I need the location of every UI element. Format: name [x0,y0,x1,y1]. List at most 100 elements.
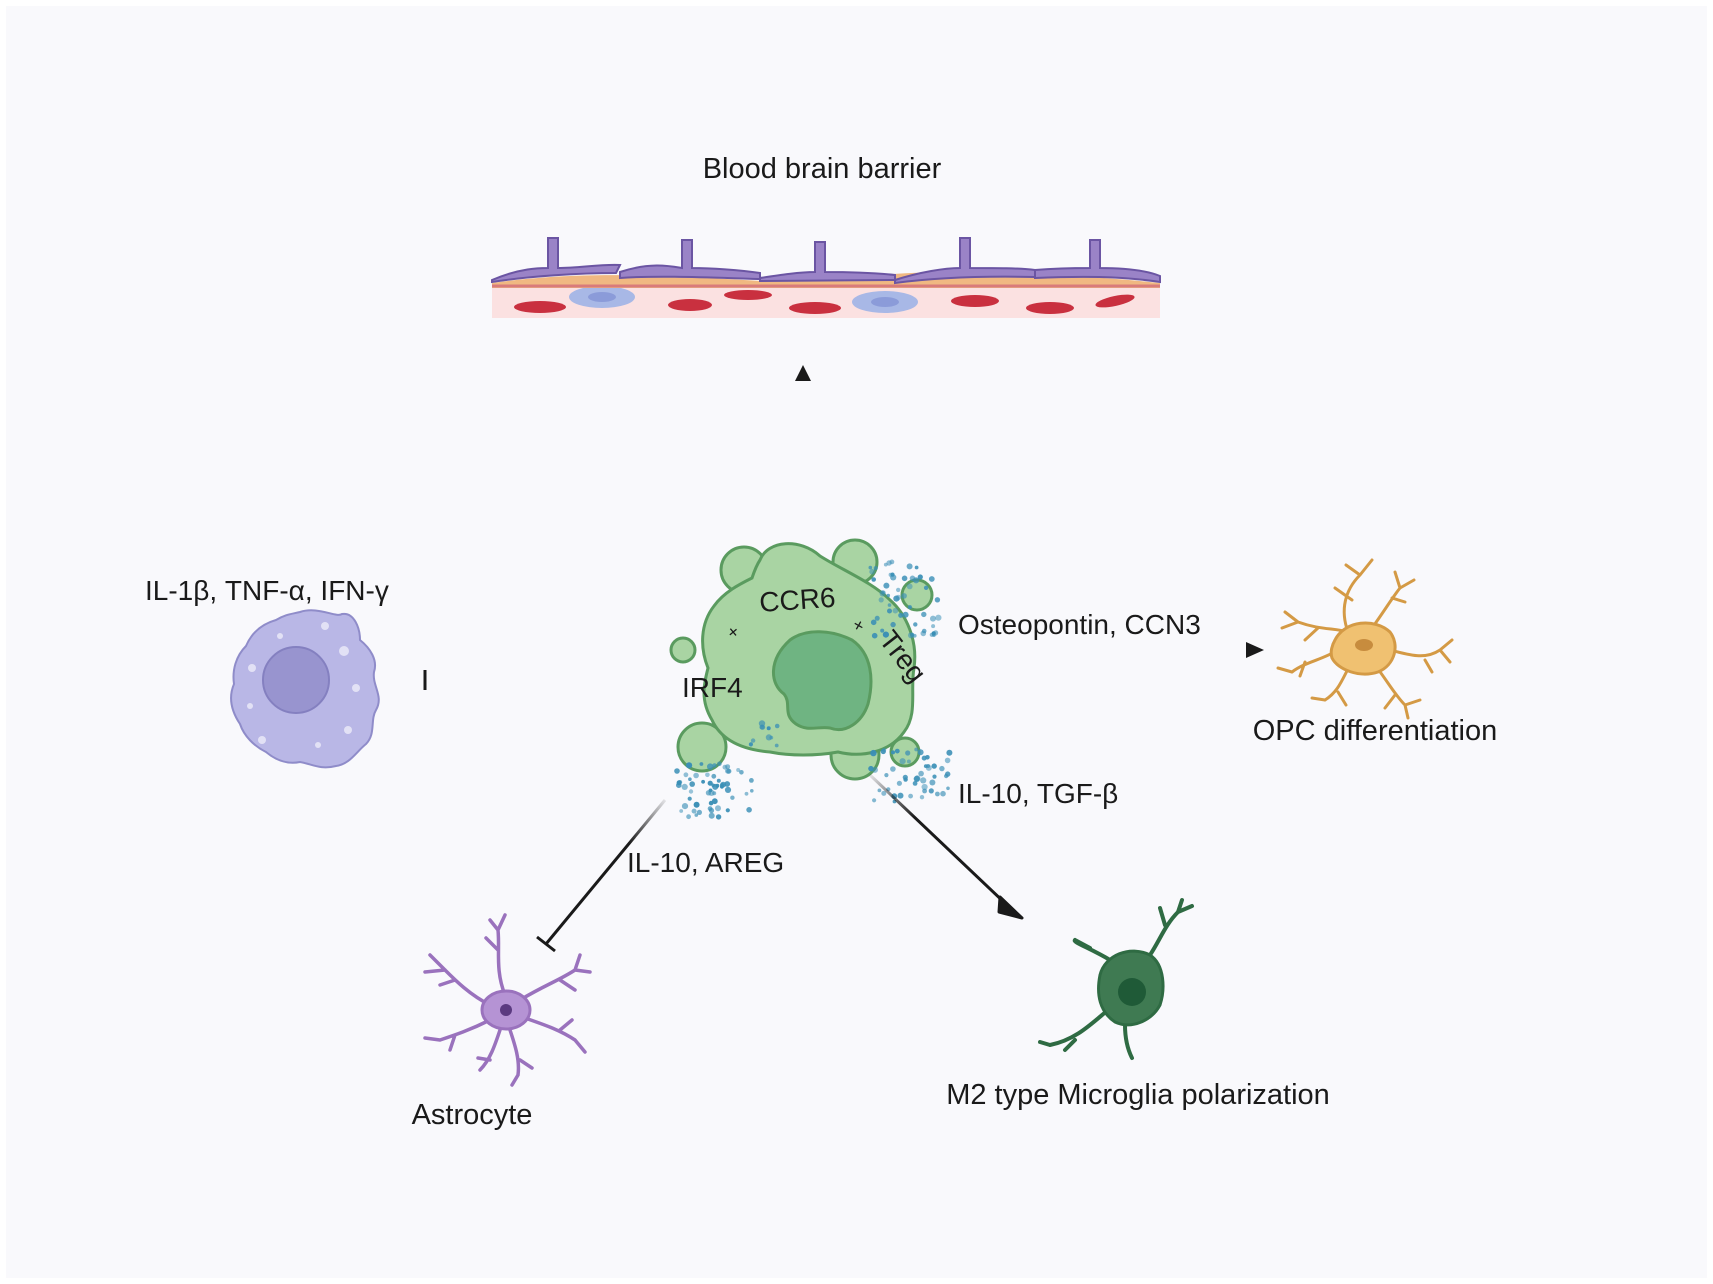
treg-label-irf4: IRF4 [682,672,743,703]
secretion-dot [946,786,950,791]
secretion-dot [696,809,703,816]
secretion-dot [887,603,892,607]
astrocyte-cell [423,913,592,1087]
secretion-dot [912,781,918,786]
astro-factors-label: IL-10, AREG [627,847,784,878]
secretion-dot [930,615,936,622]
inhibit-astro-line [544,799,667,945]
secretion-dot [898,612,904,618]
secretion-dot [708,789,715,797]
secretion-dot [765,734,773,741]
secretion-dot [872,798,877,803]
secretion-dot [917,574,923,580]
secretion-dot [944,757,951,764]
secretion-dot [694,813,699,817]
secretion-dot [906,759,911,764]
secretion-dot [910,632,915,637]
secretion-dot [711,773,717,779]
secretion-dot [870,619,877,626]
secretion-dot [750,738,756,743]
secretion-dot [902,774,908,780]
secretion-dot [720,784,724,789]
secretion-dot [730,795,735,800]
arrowhead-microglia [997,895,1024,920]
secretion-dot [883,562,888,567]
macrophage-cell [230,609,380,769]
secretion-dot [766,726,771,731]
secretion-dot [717,761,722,767]
secretion-dot [691,808,697,814]
secretion-dot [886,593,891,598]
secretion-dot [908,793,913,799]
secretion-dot [886,560,892,566]
macrophage-vesicles [247,622,360,748]
secretion-dot [945,771,951,777]
secretion-dot [928,576,935,582]
secretion-dot [921,783,928,791]
secretion-dot [901,593,907,599]
secretion-dot [921,628,927,634]
secretion-dot [931,624,936,629]
secretion-dot [725,768,731,774]
secretion-dot [891,750,895,755]
secretion-dot [923,585,929,590]
secretion-dot [870,749,877,757]
secretion-dot [688,789,694,794]
secretion-dot [896,587,901,593]
microglia-cell [1038,898,1194,1060]
astro-target-label: Astrocyte [412,1099,533,1131]
microglia-target-label: M2 type Microglia polarization [946,1079,1330,1111]
secretion-dot [683,772,689,778]
secretion-dot [901,575,908,582]
secretion-dot [906,563,913,570]
secretion-dot [736,768,741,772]
microglia-nucleus [1118,978,1146,1006]
secretion-dot [907,605,912,610]
secretion-dot [750,789,754,793]
secretion-dot [681,783,688,791]
opc-target-label: OPC differentiation [1253,715,1498,747]
secretion-dot [913,622,918,627]
secretion-dot [946,749,953,756]
secretion-dot [712,763,717,768]
secretion-dot [716,778,721,783]
red-blood-cells [514,290,1135,314]
secretion-dot [887,608,892,614]
secretion-dot [774,723,780,729]
secretion-dot [699,762,704,766]
arrowhead-opc [1246,642,1264,658]
secretion-dot [722,764,728,770]
secretion-dot [894,748,900,754]
secretion-dot [687,796,692,801]
secretion-dot [931,631,936,636]
arrow-to-microglia [868,773,1010,908]
secretion-dot [919,795,925,800]
secretion-dot [686,814,691,820]
secretion-dot [707,780,713,786]
secretion-dot [871,632,878,639]
treg-nucleus [771,630,873,731]
secretion-dot [906,583,913,590]
arrowhead-bbb [795,365,811,381]
astrocyte-nucleus [500,1004,512,1016]
secretion-dot [715,805,721,812]
secretion-dot [935,791,940,797]
secretion-dot [871,577,876,582]
secretion-dot [896,780,903,786]
secretion-dot [909,575,916,582]
secretion-dot [921,755,927,761]
secretion-dot [880,628,885,633]
secretion-dot [689,781,695,787]
secretion-dot [686,762,691,767]
macrophage-nucleus [262,646,330,714]
blood-brain-barrier-illustration [491,237,1161,318]
opc-cell [1276,558,1454,720]
secretion-dot [890,621,896,628]
secretion-dot [774,743,779,748]
secretion-dot [869,568,875,575]
white-blood-cells [569,286,918,313]
secretion-dot [712,783,719,790]
secretion-dot [902,611,909,618]
secretion-dot [928,788,934,794]
